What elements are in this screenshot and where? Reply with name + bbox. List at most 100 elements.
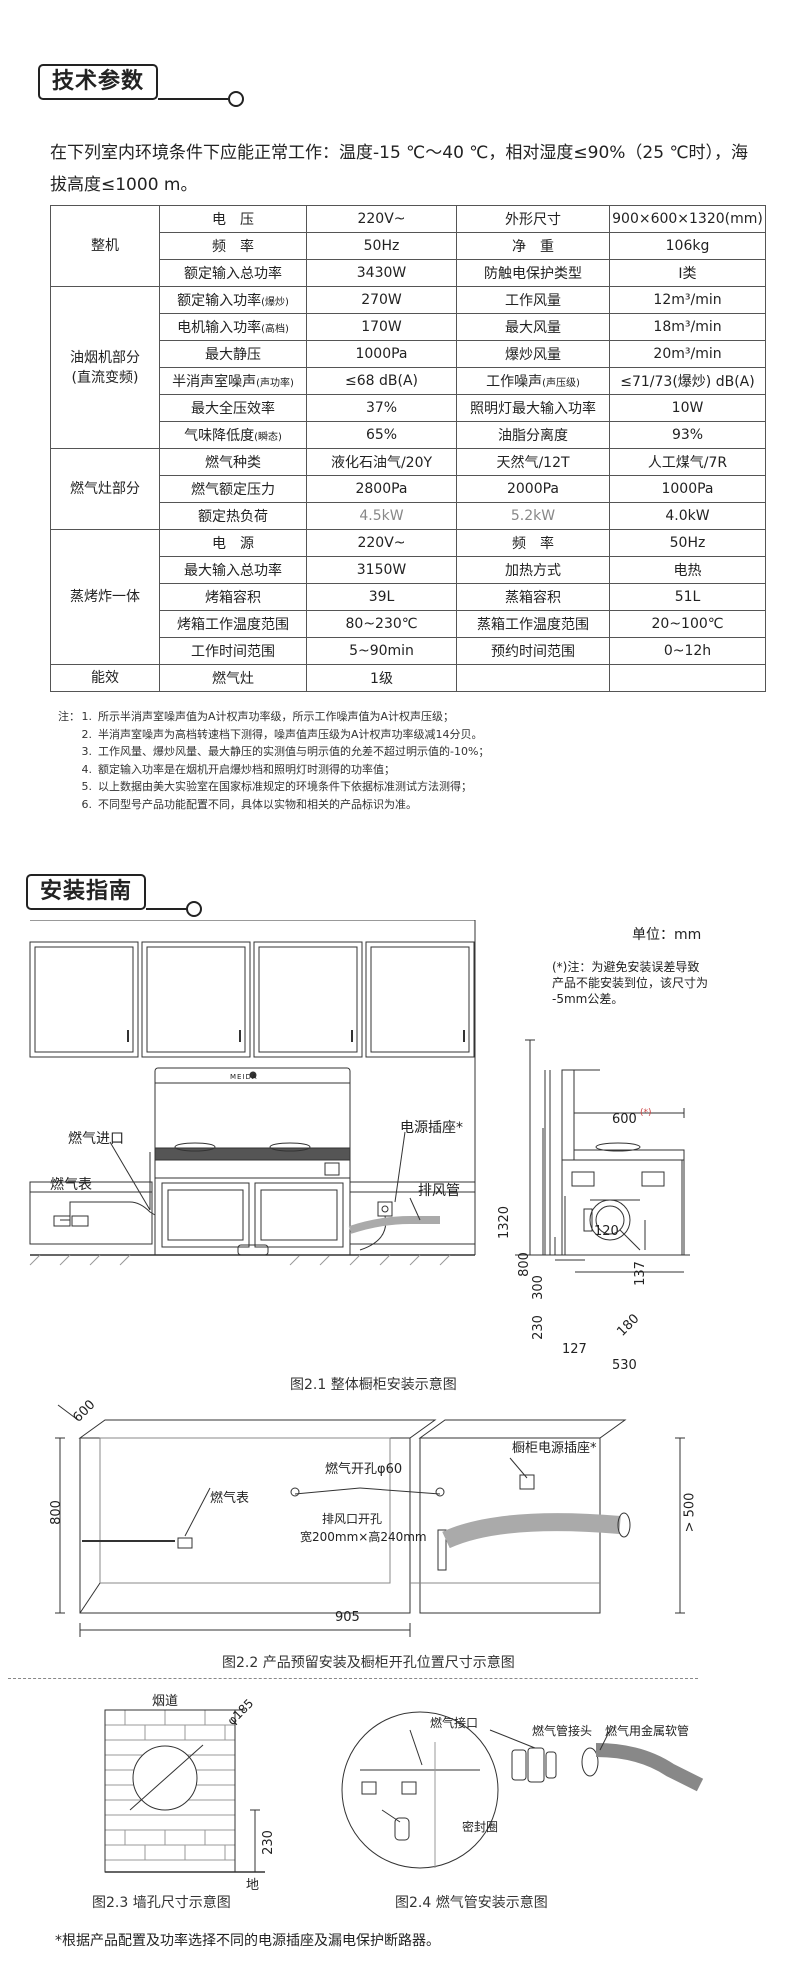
fig2-caption: 图2.2 产品预留安装及橱柜开孔位置尺寸示意图 [222, 1655, 515, 1671]
spec-cell-note: (爆炒) [261, 297, 289, 308]
spec-cell-text: Ⅰ类 [678, 266, 697, 282]
note-text: 额定输入功率是在烟机开启爆炒档和照明灯时测得的功率值； [98, 762, 395, 776]
title-ring-icon [186, 901, 202, 917]
spec-cell: 工作噪声(声压级) [456, 367, 610, 395]
spec-cell-text: 燃气灶 [212, 671, 254, 687]
spec-cell-text: 电热 [673, 563, 702, 579]
note-text: 工作风量、爆炒风量、最大静压的实测值与明示值的允差不超过明示值的-10%； [98, 745, 490, 758]
spec-cell-text: 电 源 [212, 536, 254, 552]
appliance-front [154, 1067, 351, 1256]
spec-cell-text: 电 压 [212, 212, 254, 228]
note-text: 不同型号产品功能配置不同，具体以实物和相关的产品标识为准。 [98, 797, 417, 811]
spec-cell-text: 额定输入功率 [177, 293, 262, 309]
spec-group-cell: 燃气灶部分 [50, 448, 160, 530]
spec-cell-note: (瞬态) [254, 432, 282, 443]
logo-text: MEIDA [230, 1073, 258, 1081]
spec-cell-text: 65% [365, 427, 398, 443]
spec-cell: 4.5kW [306, 502, 457, 530]
spec-cell-text: 人工煤气/7R [647, 455, 728, 471]
spec-cell: 半消声室噪声(声功率) [159, 367, 307, 395]
note-item: 4. 额定输入功率是在烟机开启爆炒档和照明灯时测得的功率值； [82, 761, 489, 779]
spec-cell-text: 4.0kW [665, 508, 710, 524]
spec-cell-text: 外形尺寸 [505, 212, 561, 228]
note-item: 1. 所示半消声室噪声值为A计权声功率级，所示工作噪声值为A计权声压级； [82, 708, 489, 726]
dashed-divider [8, 1678, 698, 1679]
spec-cell-text: 工作时间范围 [191, 644, 275, 660]
fig2-gas-meter-label: 燃气表 [210, 1491, 250, 1506]
notes-prefix: 注： [58, 710, 80, 723]
spec-cell: Ⅰ类 [609, 259, 766, 287]
spec-cell: 12m³/min [609, 286, 766, 314]
spec-cell: 工作风量 [456, 286, 610, 314]
note-number: 4. [81, 762, 93, 776]
spec-cell: 39L [306, 583, 457, 611]
spec-cell: 气味降低度(瞬态) [159, 421, 307, 449]
spec-cell: 106kg [609, 232, 766, 260]
dim-530: 530 [612, 1358, 637, 1373]
title-underline [158, 98, 228, 100]
spec-cell: 人工煤气/7R [609, 448, 766, 476]
spec-cell: 4.0kW [609, 502, 766, 530]
spec-cell-note: (声功率) [256, 378, 294, 389]
spec-cell: 1000Pa [306, 340, 457, 368]
spec-cell: ≤68 dB(A) [306, 367, 457, 395]
spec-cell: 0~12h [609, 637, 766, 665]
spec-cell-text: 10W [671, 400, 704, 416]
spec-cell-text: 加热方式 [505, 563, 561, 579]
spec-cell: 170W [306, 313, 457, 341]
spec-cell-text: 电机输入功率 [177, 320, 262, 336]
spec-cell: 93% [609, 421, 766, 449]
spec-cell-text: 频 率 [212, 239, 254, 255]
spec-cell-text: 照明灯最大输入功率 [470, 401, 596, 417]
spec-cell-text: 1级 [370, 671, 393, 687]
spec-cell: 电 压 [159, 205, 307, 233]
spec-cell: 频 率 [159, 232, 307, 260]
install-title-label: 安装指南 [26, 874, 147, 910]
fig3-caption: 图2.3 墙孔尺寸示意图 [92, 1895, 231, 1911]
spec-cell: 最大输入总功率 [159, 556, 307, 584]
spec-cell-text: ≤68 dB(A) [345, 373, 418, 389]
dim-600-mark: (*) [640, 1108, 652, 1118]
spec-cell-text: 4.5kW [359, 508, 404, 524]
footnote: *根据产品配置及功率选择不同的电源插座及漏电保护断路器。 [55, 1933, 440, 1949]
spec-cell: 防触电保护类型 [456, 259, 610, 287]
note-number: 1. [81, 710, 93, 723]
note-text: 所示半消声室噪声值为A计权声功率级，所示工作噪声值为A计权声压级； [98, 710, 455, 723]
side-view [515, 1039, 690, 1273]
spec-cell-text: 170W [361, 319, 402, 335]
spec-cell: 燃气灶 [159, 664, 307, 692]
spec-cell [609, 664, 766, 692]
spec-cell: 油脂分离度 [456, 421, 610, 449]
note-item: 6. 不同型号产品功能配置不同，具体以实物和相关的产品标识为准。 [82, 796, 489, 814]
spec-cell: 51L [609, 583, 766, 611]
spec-cell: 净 重 [456, 232, 610, 260]
fig2-dim-905: 905 [335, 1610, 360, 1625]
spec-cell-text: 50Hz [363, 238, 400, 254]
spec-cell: 1000Pa [609, 475, 766, 503]
spec-cell: 爆炒风量 [456, 340, 610, 368]
dim-800: 800 [516, 1252, 532, 1277]
spec-cell-text: 防触电保护类型 [484, 266, 582, 282]
spec-cell-text: 1000Pa [355, 346, 408, 362]
spec-cell-text: 额定输入总功率 [184, 266, 282, 282]
spec-cell: 额定热负荷 [159, 502, 307, 530]
spec-cell-text: 900×600×1320(mm) [612, 211, 763, 227]
note-number: 2. [81, 727, 93, 741]
spec-cell-text: 39L [368, 589, 395, 605]
spec-cell: 220V~ [306, 205, 457, 233]
spec-cell: 65% [306, 421, 457, 449]
spec-cell: 预约时间范围 [456, 637, 610, 665]
note-number: 6. [81, 797, 93, 811]
notes-block: 注： 1. 所示半消声室噪声值为A计权声功率级，所示工作噪声值为A计权声压级； 2.… [58, 708, 490, 814]
spec-cell-text: 220V~ [357, 211, 406, 227]
spec-cell-note: (声压级) [542, 378, 580, 389]
fig2-drawing [55, 1404, 685, 1637]
spec-cell: 最大风量 [456, 313, 610, 341]
spec-cell-text: 油脂分离度 [498, 428, 568, 444]
spec-cell-text: 80~230℃ [345, 616, 418, 632]
